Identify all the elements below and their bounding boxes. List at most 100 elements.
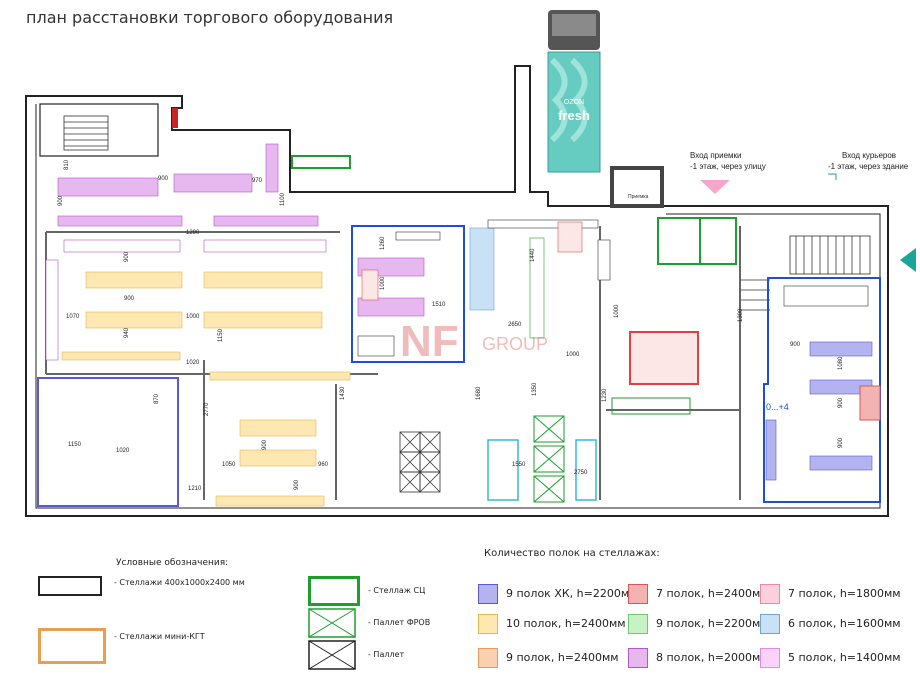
dimension-label: 1210 — [188, 486, 202, 492]
legend-rack-standard-swatch — [38, 576, 102, 596]
dimension-label: 900 — [790, 342, 801, 348]
dimension-label: 1290 — [186, 230, 200, 236]
fire-cabinet — [172, 108, 178, 128]
shelf-legend-swatch — [628, 614, 648, 634]
racks-cyan — [487, 439, 597, 501]
rack-group-middle — [357, 219, 611, 357]
legend-sc-swatch — [308, 576, 360, 606]
shelf-legend-label: 9 полок, h=2400мм — [506, 651, 619, 664]
dimension-label: 900 — [262, 439, 268, 450]
pallets-black — [399, 431, 441, 493]
reception-entry-label: Вход приемки -1 этаж, через улицу — [690, 151, 766, 171]
dimension-label: 1000 — [186, 314, 200, 320]
reception-entry-line2: -1 этаж, через улицу — [690, 162, 766, 171]
shelf-legend-swatch — [760, 584, 780, 604]
pallets-green — [533, 415, 565, 503]
page-title: план расстановки торгового оборудования — [26, 8, 394, 27]
shelf-legend-label: 6 полок, h=1600мм — [788, 617, 901, 630]
shelf-legend-label: 9 полок, h=2200мм — [656, 617, 769, 630]
legend-rack-mini-label: - Стеллажи мини-КГТ — [114, 632, 205, 641]
dimension-label: 870 — [154, 393, 160, 404]
legend-heading: Условные обозначения: — [116, 558, 229, 568]
dimension-label: 1070 — [66, 314, 80, 320]
truck-brand-main: fresh — [558, 108, 590, 123]
shelf-legend-label: 5 полок, h=1400мм — [788, 651, 901, 664]
dimension-label: 1300 — [738, 308, 744, 322]
shelf-legend-swatch — [760, 648, 780, 668]
dimension-label: 1150 — [68, 442, 82, 448]
dimension-label: 900 — [838, 397, 844, 408]
legend-rack-mini-swatch — [38, 628, 106, 664]
legend-rack-standard-label: - Стеллажи 400х1000х2400 мм — [114, 578, 245, 587]
legend-pallet-frov-swatch — [308, 608, 356, 638]
dimension-label: 1150 — [218, 328, 224, 342]
truck-brand-top: OZON — [564, 99, 584, 106]
dimension-label: 1440 — [530, 248, 536, 262]
green-outlines — [291, 155, 737, 265]
shelf-legend-swatch — [478, 614, 498, 634]
courier-entry-line2: -1 этаж, через здание — [828, 162, 909, 171]
dimension-label: 1510 — [432, 302, 446, 308]
dimension-label: 2650 — [508, 322, 522, 328]
dimension-label: 900 — [124, 251, 130, 262]
dimension-label: 1100 — [280, 192, 286, 206]
dimension-label: 1020 — [116, 448, 130, 454]
shelves-heading: Количество полок на стеллажах: — [484, 548, 660, 559]
staircase-right — [740, 235, 871, 311]
reception-entry-line1: Вход приемки — [690, 151, 742, 160]
staircase-left — [63, 115, 109, 151]
zone-temperature-label: 0...+4 — [766, 402, 789, 412]
watermark: NF GROUP — [400, 317, 548, 366]
dimension-label: 1000 — [614, 304, 620, 318]
dimension-label: 1000 — [380, 276, 386, 290]
dimension-labels: 810 900 900 970 1100 1290 900 900 940 1070 1000 115… — [58, 159, 844, 492]
shelf-legend-label: 7 полок, h=2400мм — [656, 587, 769, 600]
dimension-label: 810 — [64, 159, 70, 170]
shelf-legend-swatch — [760, 614, 780, 634]
dimension-label: 1350 — [532, 382, 538, 396]
dimension-label: 1260 — [380, 236, 386, 250]
red-block — [629, 331, 699, 385]
courier-entry-label: Вход курьеров -1 этаж, через здание — [828, 151, 909, 171]
cold-room-outline — [37, 377, 179, 507]
legend-pallet-frov-label: - Паллет ФРОВ — [368, 618, 431, 627]
svg-text:NF: NF — [400, 317, 459, 366]
dimension-label: 1680 — [476, 386, 482, 400]
reception-area-label: Приемка — [628, 194, 649, 200]
dimension-label: 1000 — [566, 352, 580, 358]
dimension-label: 970 — [252, 178, 263, 184]
dimension-label: 2770 — [204, 402, 210, 416]
courier-entry-line1: Вход курьеров — [842, 151, 896, 160]
dimension-label: 1430 — [340, 386, 346, 400]
dimension-label: 1230 — [602, 388, 608, 402]
dimension-label: 900 — [124, 296, 135, 302]
shelf-legend-label: 7 полок, h=1800мм — [788, 587, 901, 600]
shelf-legend-swatch — [478, 584, 498, 604]
rack-group-upper-left — [45, 143, 327, 361]
ramp — [611, 397, 691, 415]
shelf-legend-swatch — [478, 648, 498, 668]
shelf-legend-label: 9 полок ХК, h=2200мм — [506, 587, 638, 600]
rack-group-yellow — [61, 271, 351, 507]
svg-text:GROUP: GROUP — [482, 334, 548, 354]
dimension-label: 900 — [58, 195, 64, 206]
shelf-legend-label: 8 полок, h=2000мм — [656, 651, 769, 664]
shelf-legend-swatch — [628, 648, 648, 668]
red-rack-right — [859, 385, 881, 421]
reception-entry-arrow — [700, 180, 730, 194]
dimension-label: 900 — [294, 479, 300, 490]
courier-entry-arrow — [900, 248, 916, 272]
building-walls — [25, 65, 889, 517]
legend-sc-label: - Стеллаж СЦ — [368, 586, 426, 595]
dimension-label: 1020 — [186, 360, 200, 366]
dimension-label: 900 — [838, 437, 844, 448]
dimension-label: 940 — [124, 327, 130, 338]
shelf-legend-label: 10 полок, h=2400мм — [506, 617, 626, 630]
dimension-label: 1550 — [512, 462, 526, 468]
shelf-legend-swatch — [628, 584, 648, 604]
rack-group-right — [765, 285, 873, 481]
dimension-label: 1080 — [838, 356, 844, 370]
dimension-label: 1050 — [222, 462, 236, 468]
legend-pallet-label: - Паллет — [368, 650, 405, 659]
